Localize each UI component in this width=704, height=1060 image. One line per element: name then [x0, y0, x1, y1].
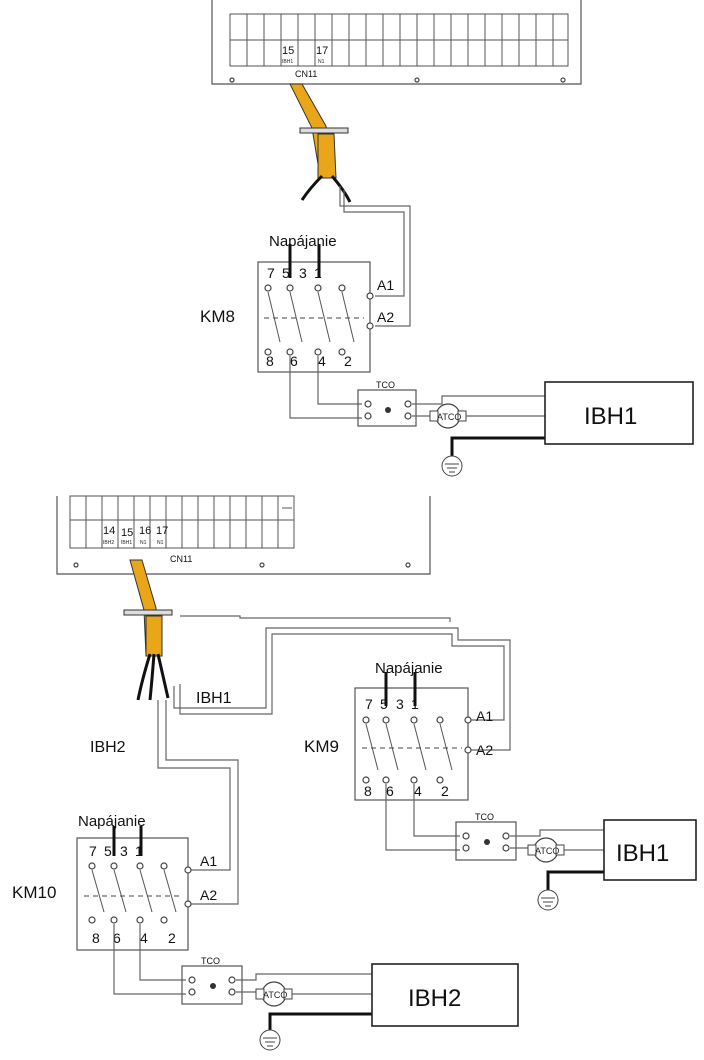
km9-pin-2: 2	[441, 783, 449, 799]
top-pin-17: 17	[316, 45, 328, 57]
km10-supply-label: Napájanie	[78, 813, 146, 830]
km10-atco-label: ATCO	[263, 990, 287, 1000]
bottom-pin-15-sub: IBH1	[121, 540, 132, 546]
km8-pin-2: 2	[344, 353, 352, 369]
ibh1-wire-a	[173, 627, 511, 751]
km9-pin-7: 7	[365, 696, 373, 712]
bottom-pin-15: 15	[121, 527, 133, 539]
km8-pin-6: 6	[290, 353, 298, 369]
km8-pin-4: 4	[318, 353, 326, 369]
top-connector-label: CN11	[295, 69, 317, 79]
km10-pin-8: 8	[92, 930, 100, 946]
km10-coil-a1: A1	[200, 853, 217, 869]
km9-contactor: Napájanie 7 5 3 1 8 6 4 2 A1 A2 KM9	[304, 660, 493, 801]
top-protection: TCO ATCO IBH1	[289, 356, 694, 477]
bottom-pin-17: 17	[156, 525, 168, 537]
top-cable	[289, 83, 411, 327]
km10-pin-5: 5	[104, 843, 112, 859]
km8-coil-a1: A1	[377, 277, 394, 293]
km9-atco-label: ATCO	[535, 846, 559, 856]
km8-pin-5: 5	[282, 265, 290, 281]
km9-pin-4: 4	[414, 783, 422, 799]
km10-pin-4: 4	[140, 930, 148, 946]
km10-pin-3: 3	[120, 843, 128, 859]
bottom-pin-16: 16	[139, 525, 151, 537]
km9-pin-5: 5	[380, 696, 388, 712]
bottom-cable	[123, 559, 173, 701]
top-pin-17-sub: N1	[318, 59, 325, 65]
km9-pin-8: 8	[364, 783, 372, 799]
bottom-pin-17-sub: N1	[157, 540, 164, 546]
top-pin-15-sub: IBH1	[282, 59, 293, 65]
top-control-board: 15 IBH1 17 N1 CN11	[211, 0, 582, 85]
km9-ground-icon	[537, 889, 559, 911]
km10-ground-icon	[259, 1029, 281, 1051]
km9-heater-label: IBH1	[616, 840, 669, 867]
bottom-connector-label: CN11	[170, 554, 192, 564]
km9-label: KM9	[304, 737, 339, 756]
bottom-control-board: 14 15 16 17 IBH2 IBH1 N1 N1 CN11	[56, 495, 431, 575]
bottom-section: 14 15 16 17 IBH2 IBH1 N1 N1 CN11 IBH1 I	[12, 495, 697, 1051]
km8-pin-7: 7	[267, 265, 275, 281]
km8-coil-a2: A2	[377, 309, 394, 325]
top-pin-15: 15	[282, 45, 294, 57]
km10-coil-a2: A2	[200, 887, 217, 903]
ibh1-wire-label: IBH1	[196, 690, 232, 707]
bottom-pin-14: 14	[103, 525, 115, 537]
km8-pin-3: 3	[299, 265, 307, 281]
km9-pin-1: 1	[411, 696, 419, 712]
top-tco-label: TCO	[376, 380, 395, 390]
km8-pin-1: 1	[314, 265, 322, 281]
km10-contactor: Napájanie 7 5 3 1 8 6 4 2 A1 A2 KM10	[12, 813, 217, 951]
top-heater-label: IBH1	[584, 403, 637, 430]
km9-supply-label: Napájanie	[375, 660, 443, 677]
km8-supply-label: Napájanie	[269, 233, 337, 250]
km9-pin-3: 3	[396, 696, 404, 712]
km10-heater-label: IBH2	[408, 985, 461, 1012]
km8-label: KM8	[200, 307, 235, 326]
km10-pin-6: 6	[113, 930, 121, 946]
ibh2-wire-label: IBH2	[90, 739, 126, 756]
top-section: 15 IBH1 17 N1 CN11 Napájanie 7 5	[200, 0, 694, 477]
km9-pin-6: 6	[386, 783, 394, 799]
km8-contactor: Napájanie 7 5 3 1 8 6 4 2 A1 A2 KM8	[200, 233, 394, 373]
km10-label: KM10	[12, 883, 56, 902]
km10-pin-1: 1	[135, 843, 143, 859]
km9-protection: TCO ATCO IBH1	[385, 784, 697, 911]
km10-tco-label: TCO	[201, 956, 220, 966]
km8-pin-8: 8	[266, 353, 274, 369]
bottom-pin-16-sub: N1	[140, 540, 147, 546]
km10-pin-2: 2	[168, 930, 176, 946]
top-atco-label: ATCO	[437, 412, 461, 422]
km9-coil-a1: A1	[476, 708, 493, 724]
km10-pin-7: 7	[89, 843, 97, 859]
top-ground-icon	[441, 455, 463, 477]
km9-coil-a2: A2	[476, 742, 493, 758]
km10-protection: TCO ATCO IBH2	[113, 924, 519, 1051]
bottom-pin-14-sub: IBH2	[103, 540, 114, 546]
km9-tco-label: TCO	[475, 812, 494, 822]
